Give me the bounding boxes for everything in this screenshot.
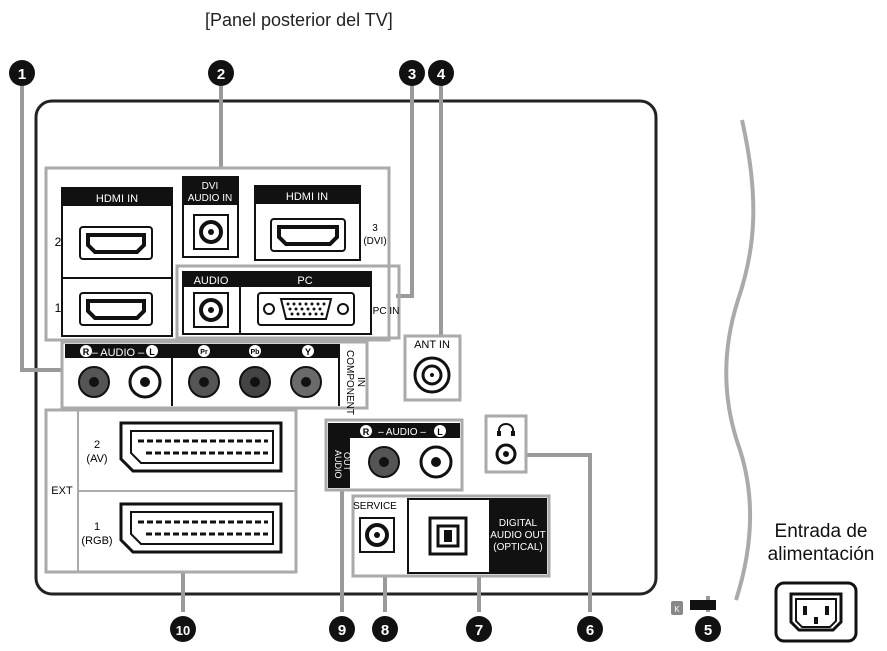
- leader-lines: [20, 86, 710, 612]
- hdmi-in-label: HDMI IN: [96, 193, 138, 205]
- digital-audio-line2: AUDIO OUT: [490, 530, 546, 541]
- callout-3: [399, 60, 425, 86]
- component-pb-label: Pb: [251, 349, 260, 356]
- ext-group: EXT 2 (AV) 1 (RGB): [44, 408, 298, 574]
- callout-5: [695, 616, 721, 642]
- ext-port-2-sub: (AV): [86, 453, 107, 465]
- lock-icon: [671, 601, 683, 615]
- callout-3-label: 3: [408, 66, 416, 83]
- callout-10: [170, 616, 196, 642]
- callout-8-label: 8: [381, 622, 389, 639]
- callout-6: [577, 616, 603, 642]
- lock-label: K: [674, 605, 680, 614]
- callout-7: [466, 616, 492, 642]
- audio-out-r: R: [363, 427, 370, 437]
- callout-9-label: 9: [338, 622, 346, 639]
- pc-group: AUDIO PC PC IN: [175, 264, 401, 340]
- callout-7-label: 7: [475, 622, 483, 639]
- component-group: R – AUDIO – L Pr Pb Y COMPONENT IN: [60, 340, 369, 415]
- callout-1-label: 1: [18, 66, 26, 83]
- ant-in-group: ANT IN: [403, 334, 462, 402]
- callout-markers: [9, 60, 721, 642]
- hdmi-in-3-label: HDMI IN: [286, 191, 328, 203]
- hdmi-port-3-label: 3: [372, 223, 378, 234]
- callout-2: [208, 60, 234, 86]
- component-audio-r: R: [83, 347, 90, 357]
- digital-audio-line1: DIGITAL: [499, 518, 538, 529]
- power-label-line2: alimentación: [767, 544, 875, 565]
- hdmi-group: HDMI IN 2 1 DVI AUDIO IN HDMI IN 3 (DVI): [44, 166, 391, 342]
- component-pr-label: Pr: [200, 349, 208, 356]
- pc-audio-label: AUDIO: [194, 275, 229, 287]
- digital-audio-line3: (OPTICAL): [493, 542, 542, 553]
- hdmi-port-2-label: 2: [55, 235, 62, 249]
- service-label: SERVICE: [353, 501, 397, 512]
- callout-5-label: 5: [704, 622, 712, 639]
- callout-2-label: 2: [217, 66, 225, 83]
- service-digital-group: SERVICE DIGITAL AUDIO OUT (OPTICAL): [351, 494, 551, 578]
- headphone-icon: [498, 423, 514, 433]
- callout-6-label: 6: [586, 622, 594, 639]
- audio-out-side-label: AUDIO: [333, 450, 343, 479]
- audio-out-side-label-2: OUT: [342, 452, 352, 472]
- component-side-label: COMPONENT: [344, 350, 355, 415]
- hdmi-port-1-label: 1: [55, 301, 62, 315]
- callout-9: [329, 616, 355, 642]
- component-audio-label: – AUDIO –: [92, 347, 145, 359]
- headphone-group: [484, 414, 528, 474]
- kensington-lock: K: [671, 600, 716, 615]
- pc-label: PC: [297, 275, 312, 287]
- power-inlet-group: [774, 581, 858, 643]
- ant-in-label: ANT IN: [414, 339, 450, 351]
- panel-caption: [Panel posterior del TV]: [205, 10, 393, 30]
- callout-4: [428, 60, 454, 86]
- dvi-label: DVI: [202, 181, 219, 192]
- audio-out-group: R – AUDIO – L AUDIO OUT: [324, 418, 464, 492]
- dvi-audio-in-label: AUDIO IN: [188, 193, 232, 204]
- panel-edge-break: [724, 119, 756, 601]
- ext-port-1-sub: (RGB): [81, 535, 112, 547]
- component-side-label-2: IN: [355, 377, 366, 387]
- audio-out-l: L: [437, 427, 443, 437]
- power-label-line1: Entrada de: [774, 521, 868, 542]
- callout-1: [9, 60, 35, 86]
- power-label: Entrada de alimentación: [757, 520, 885, 566]
- audio-out-label: – AUDIO –: [378, 427, 426, 438]
- component-audio-l: L: [149, 347, 155, 357]
- callout-10-label: 10: [176, 623, 190, 638]
- lock-slot[interactable]: [690, 600, 716, 610]
- ext-label: EXT: [51, 485, 73, 497]
- ext-port-2: 2: [94, 439, 100, 451]
- hdmi-port-3-sub: (DVI): [363, 236, 386, 247]
- component-y-label: Y: [305, 347, 311, 357]
- ext-port-1: 1: [94, 521, 100, 533]
- callout-8: [372, 616, 398, 642]
- callout-4-label: 4: [437, 66, 446, 83]
- pc-in-label: PC IN: [373, 306, 400, 317]
